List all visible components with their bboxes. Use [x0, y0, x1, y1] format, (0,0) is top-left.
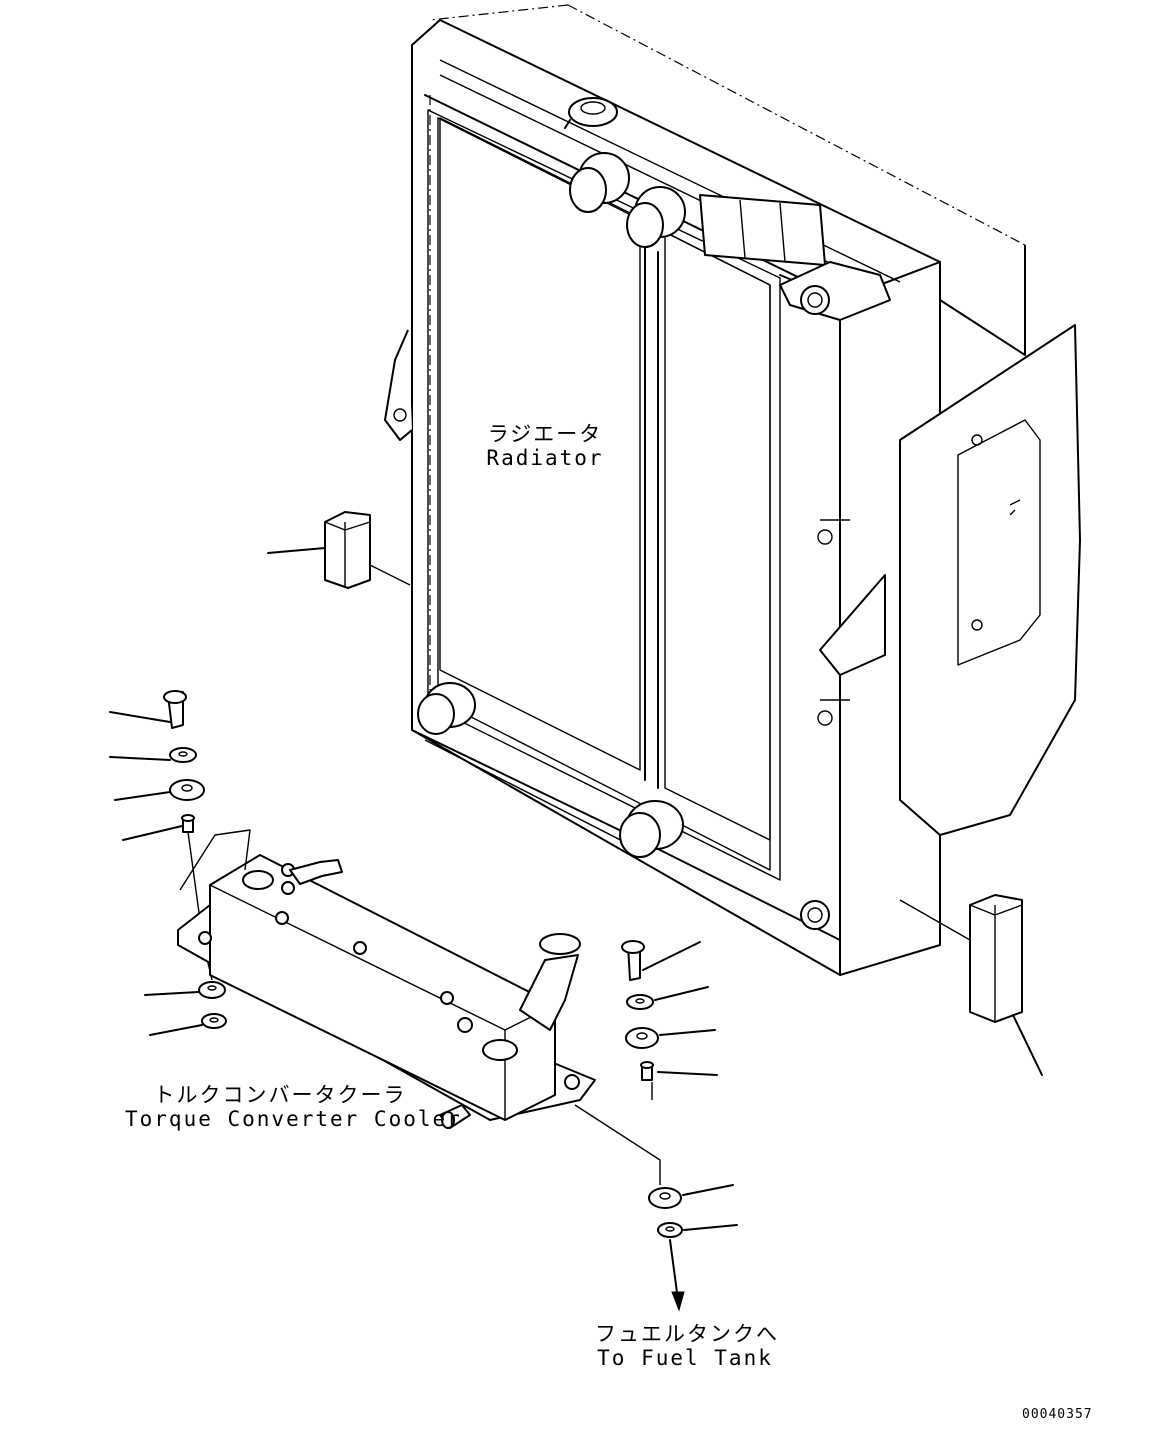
cooler-label: トルクコンバータクーラ Torque Converter Cooler [125, 1083, 462, 1131]
cooler-label-en: Torque Converter Cooler [125, 1107, 462, 1131]
fuel-tank-label: フュエルタンクへ To Fuel Tank [595, 1322, 779, 1370]
cooler-label-jp: トルクコンバータクーラ [153, 1083, 407, 1107]
drawing-number: 00040357 [1022, 1407, 1093, 1422]
torque-converter-cooler [177, 829, 596, 1129]
mount-block-left [267, 511, 411, 589]
radiator-label: ラジエータ Radiator [470, 422, 620, 470]
radiator-label-jp: ラジエータ [487, 422, 603, 446]
mount-block-right [899, 894, 1043, 1076]
fuel-tank-label-jp: フュエルタンクへ [595, 1322, 779, 1346]
left-fastener-stack [109, 690, 227, 1036]
fuel-tank-label-en: To Fuel Tank [597, 1346, 773, 1370]
right-fastener-stack [574, 940, 738, 1312]
radiator-label-en: Radiator [486, 446, 604, 470]
radiator-assembly [384, 4, 1081, 976]
